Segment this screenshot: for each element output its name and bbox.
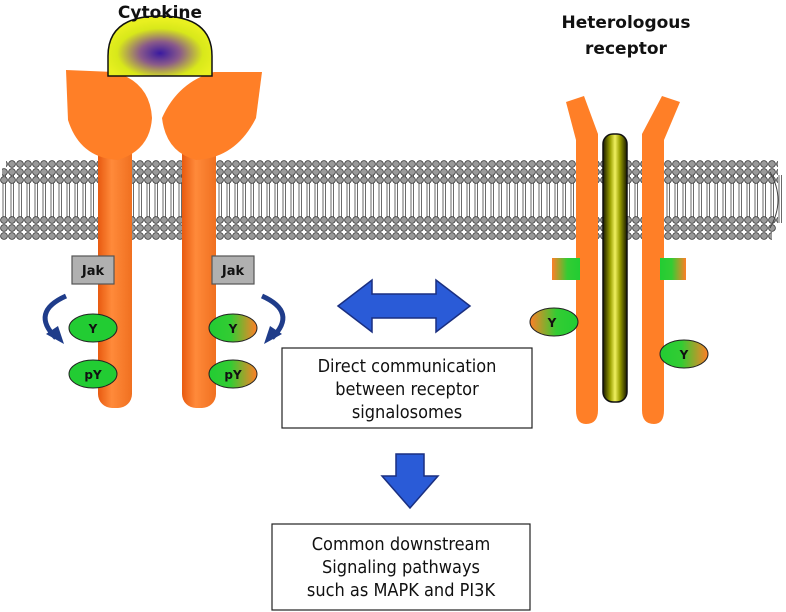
cytokine-label: Cytokine xyxy=(118,3,202,23)
jak-label-left: Jak xyxy=(81,264,105,279)
het-green-block-left xyxy=(552,258,580,280)
y-site-left: Y xyxy=(68,313,118,343)
communication-line2: between receptor xyxy=(335,379,479,400)
het-y-site-right: Y xyxy=(659,339,709,369)
jak-box-right: Jak xyxy=(211,255,255,285)
jak-box-left: Jak xyxy=(71,255,115,285)
phosphorylation-arrow-left xyxy=(42,293,68,344)
cytokine-receptor xyxy=(66,70,262,408)
py-site-left: pY xyxy=(68,359,118,389)
het-y-site-left: Y xyxy=(529,307,579,337)
heterologous-label-line2: receptor xyxy=(585,39,667,59)
het-y-label-right: Y xyxy=(679,348,689,362)
jak-label-right: Jak xyxy=(221,264,245,279)
y-label-left: Y xyxy=(88,322,98,336)
py-site-right: pY xyxy=(208,359,258,389)
heterologous-receptor xyxy=(552,96,686,424)
downstream-line3: such as MAPK and PI3K xyxy=(307,580,496,601)
receptor-stem-right xyxy=(182,140,216,408)
downstream-line1: Common downstream xyxy=(312,534,491,555)
py-label-right: pY xyxy=(224,368,242,382)
heterologous-label-line1: Heterologous xyxy=(561,13,690,33)
het-y-label-left: Y xyxy=(547,316,557,330)
receptor-lobe-left xyxy=(66,70,152,160)
phosphorylation-arrow-right xyxy=(260,293,286,344)
communication-box: Direct communication between receptor si… xyxy=(281,347,533,429)
downstream-line2: Signaling pathways xyxy=(322,557,480,578)
y-label-right: Y xyxy=(228,322,238,336)
het-green-block-right xyxy=(660,258,686,280)
py-label-left: pY xyxy=(84,368,102,382)
receptor-lobe-right xyxy=(162,72,262,160)
het-central-rod xyxy=(602,133,628,403)
receptor-stem-left xyxy=(98,140,132,408)
y-site-right: Y xyxy=(208,313,258,343)
het-arm-left xyxy=(566,96,598,424)
communication-line3: signalosomes xyxy=(352,402,462,423)
downstream-box: Common downstream Signaling pathways suc… xyxy=(271,523,531,611)
cytokine-ligand xyxy=(107,15,213,77)
communication-line1: Direct communication xyxy=(318,356,497,377)
bidirectional-arrow xyxy=(336,278,472,334)
down-arrow xyxy=(380,453,440,510)
